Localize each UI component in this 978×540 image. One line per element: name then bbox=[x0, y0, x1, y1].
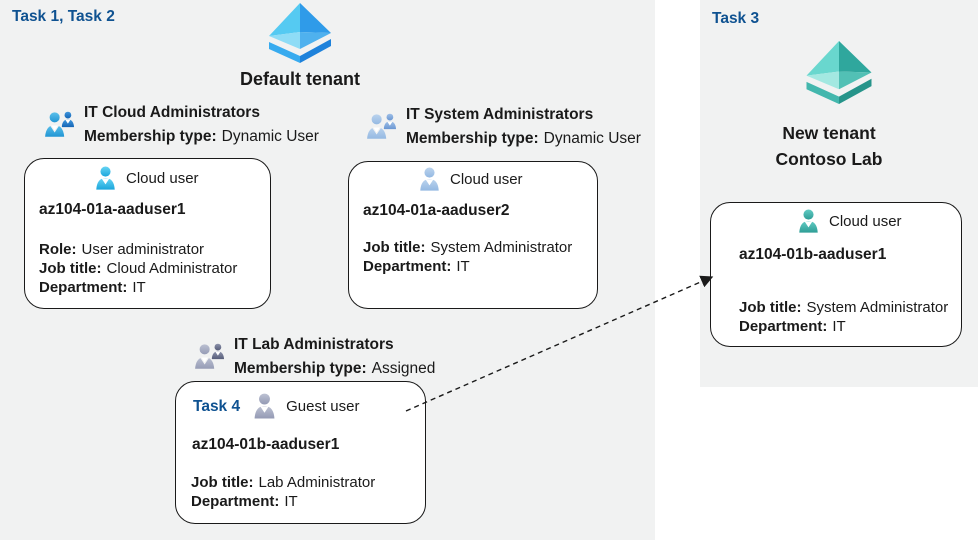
field-department: Department:IT bbox=[39, 279, 146, 296]
group-icon bbox=[36, 109, 76, 140]
user-type-label: Cloud user bbox=[126, 170, 199, 187]
user-fields: Role:User administrator Job title:Cloud … bbox=[39, 240, 237, 297]
new-tenant-icon bbox=[806, 41, 872, 104]
cloud-user-icon bbox=[795, 208, 822, 235]
guest-user-icon bbox=[250, 392, 279, 421]
user-fields: Job title:Lab Administrator Department:I… bbox=[191, 473, 375, 511]
field-department: Department:IT bbox=[191, 493, 298, 510]
user-fields: Job title:System Administrator Departmen… bbox=[739, 298, 948, 336]
group-it-cloud-administrators: IT Cloud Administrators Membership type:… bbox=[36, 104, 319, 146]
card-header: Cloud user bbox=[92, 165, 199, 192]
username: az104-01b-aaduser1 bbox=[192, 436, 340, 453]
field-job-title: Job title:Lab Administrator bbox=[191, 474, 376, 491]
username: az104-01a-aaduser1 bbox=[39, 201, 186, 218]
user-type-label: Guest user bbox=[286, 398, 360, 415]
user-card-new-tenant: Cloud user az104-01b-aaduser1 Job title:… bbox=[710, 202, 962, 347]
group-it-lab-administrators: IT Lab Administrators Membership type:As… bbox=[186, 336, 435, 378]
new-tenant-title-line1: New tenant bbox=[782, 123, 876, 143]
card-header: Task 4 Guest user bbox=[193, 392, 359, 421]
user-type-label: Cloud user bbox=[450, 171, 523, 188]
field-department: Department:IT bbox=[363, 258, 470, 275]
username: az104-01a-aaduser2 bbox=[363, 202, 510, 219]
field-role: Role:User administrator bbox=[39, 241, 205, 258]
new-tenant-title-line2: Contoso Lab bbox=[775, 149, 883, 169]
task-4-label: Task 4 bbox=[193, 397, 241, 415]
card-header: Cloud user bbox=[416, 166, 523, 193]
group-icon bbox=[358, 111, 398, 142]
username: az104-01b-aaduser1 bbox=[739, 246, 887, 263]
group-title: IT System Administrators bbox=[406, 106, 594, 123]
task-3-label: Task 3 bbox=[712, 10, 760, 27]
user-card-aaduser2: Cloud user az104-01a-aaduser2 Job title:… bbox=[348, 161, 598, 309]
group-membership: Membership type:Dynamic User bbox=[406, 130, 641, 147]
group-membership: Membership type:Assigned bbox=[234, 360, 436, 377]
user-card-aaduser1: Cloud user az104-01a-aaduser1 Role:User … bbox=[24, 158, 271, 309]
group-title: IT Lab Administrators bbox=[234, 336, 394, 353]
azure-ad-tenant-icon bbox=[269, 3, 331, 63]
group-title: IT Cloud Administrators bbox=[84, 104, 260, 121]
user-fields: Job title:System Administrator Departmen… bbox=[363, 238, 572, 276]
card-header: Cloud user bbox=[795, 208, 902, 235]
cloud-user-icon bbox=[92, 165, 119, 192]
user-type-label: Cloud user bbox=[829, 213, 902, 230]
group-membership: Membership type:Dynamic User bbox=[84, 128, 319, 145]
guest-user-card: Task 4 Guest user az104-01b-aaduser1 Job… bbox=[175, 381, 426, 524]
cloud-user-icon bbox=[416, 166, 443, 193]
field-department: Department:IT bbox=[739, 318, 846, 335]
field-job-title: Job title:System Administrator bbox=[363, 239, 573, 256]
group-icon bbox=[186, 341, 226, 372]
task-1-2-label: Task 1, Task 2 bbox=[12, 8, 115, 25]
default-tenant-title: Default tenant bbox=[239, 69, 360, 89]
group-it-system-administrators: IT System Administrators Membership type… bbox=[358, 106, 641, 148]
field-job-title: Job title:Cloud Administrator bbox=[39, 260, 238, 277]
field-job-title: Job title:System Administrator bbox=[739, 299, 949, 316]
